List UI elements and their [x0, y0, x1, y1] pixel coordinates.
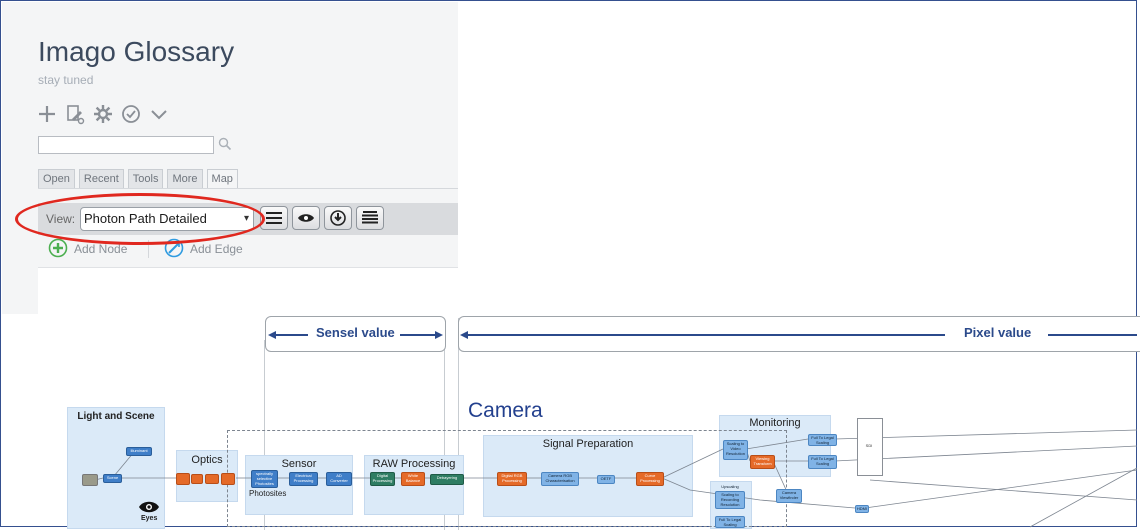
group-title: Sensor	[281, 458, 317, 470]
node-full-to-legal-1[interactable]: Full To Legal Scaling	[808, 434, 837, 446]
output-box[interactable]: SDI	[857, 418, 883, 476]
node-white-balance[interactable]: White Balance	[401, 472, 425, 486]
stack-button[interactable]	[356, 206, 384, 230]
tab-tools[interactable]: Tools	[127, 169, 164, 189]
node-illuminant[interactable]: Illuminant	[126, 447, 152, 456]
toolbar	[36, 102, 170, 126]
tab-recent[interactable]: Recent	[78, 169, 124, 189]
add-node-label: Add Node	[74, 242, 128, 256]
sensel-arrow-line-left	[275, 334, 308, 336]
node-digital-rgb[interactable]: Digital RGB Processing	[497, 472, 527, 486]
tab-map[interactable]: Map	[206, 169, 238, 189]
panel-bottom-divider	[38, 267, 458, 268]
group-title: Optics	[191, 454, 223, 466]
node-scaling-video[interactable]: Scaling to Video Resolution	[723, 440, 748, 460]
node-oetf[interactable]: OETF	[597, 475, 615, 484]
sensel-left-guide	[264, 340, 265, 530]
tab-bar: Open Recent Tools More Map	[38, 169, 238, 189]
node-full-to-legal-2[interactable]: Full To Legal Scaling	[808, 455, 837, 469]
download-button[interactable]	[324, 206, 352, 230]
sensel-value-label: Sensel value	[316, 325, 395, 340]
pixel-arrow-line-right	[1048, 334, 1137, 336]
eye-icon	[138, 500, 160, 519]
optics-node-3[interactable]	[205, 474, 219, 484]
tabs-divider	[38, 188, 458, 189]
optics-node-2[interactable]	[191, 474, 203, 484]
group-title: Signal Preparation	[542, 438, 634, 450]
node-hdmi[interactable]: HDMI	[855, 505, 869, 513]
node-electrical-processing[interactable]: Electrical Processing	[289, 472, 318, 486]
node-digital-processing[interactable]: Digital Processing	[370, 472, 395, 486]
group-title: RAW Processing	[372, 458, 456, 470]
check-circle-icon[interactable]	[120, 103, 142, 125]
node-scene[interactable]: Scene	[103, 474, 122, 483]
pixel-arrow-line-left	[467, 334, 945, 336]
add-node-icon	[48, 238, 68, 261]
app-subtitle: stay tuned	[38, 73, 94, 87]
tab-open[interactable]: Open	[38, 169, 75, 189]
node-curve-processing[interactable]: Curve Processing	[636, 472, 664, 486]
node-camera-rgb[interactable]: Camera RGB Characterisation	[541, 472, 579, 486]
add-edge-label: Add Edge	[190, 242, 243, 256]
node-sdi: SDI	[865, 443, 873, 448]
add-node-button[interactable]: Add Node	[48, 238, 128, 261]
eye-button[interactable]	[292, 206, 320, 230]
eyes-label: Eyes	[141, 515, 158, 522]
node-spectral-photosites[interactable]: spectrally selective Photosites	[251, 470, 278, 488]
scene-image-icon	[82, 474, 98, 486]
node-viewing-transform[interactable]: Viewing Transform	[750, 455, 775, 469]
optics-node-4[interactable]	[221, 473, 235, 485]
action-divider	[148, 240, 149, 258]
tab-more[interactable]: More	[167, 169, 203, 189]
node-debayering[interactable]: Debayering	[430, 474, 464, 485]
app-panel-margin	[2, 268, 38, 314]
sensel-arrow-line-right	[400, 334, 436, 336]
chevron-down-icon[interactable]	[148, 103, 170, 125]
node-upscaling: Upscaling	[721, 484, 739, 489]
add-edge-button[interactable]: Add Edge	[164, 238, 243, 259]
camera-label: Camera	[468, 399, 543, 422]
pixel-left-guide	[458, 318, 459, 530]
sensel-right-guide	[444, 340, 445, 530]
photosites-label: Photosites	[249, 489, 287, 498]
search-icon[interactable]	[218, 137, 234, 153]
node-camera-viewfinder[interactable]: Camera Viewfinder	[776, 489, 802, 503]
sensel-arrow-left	[268, 331, 276, 339]
edit-node-icon[interactable]	[64, 103, 86, 125]
group-title: Monitoring	[749, 417, 801, 429]
node-full-to-legal-3[interactable]: Full To Legal Scaling	[715, 516, 745, 528]
optics-node-1[interactable]	[176, 473, 190, 485]
search-input[interactable]	[38, 136, 214, 154]
pixel-arrow-left	[460, 331, 468, 339]
pixel-value-label: Pixel value	[964, 325, 1032, 340]
plus-icon[interactable]	[36, 103, 58, 125]
app-title: Imago Glossary	[38, 36, 235, 67]
node-ad-converter[interactable]: AD Converter	[326, 472, 352, 486]
node-scaling-recording[interactable]: Scaling to Recording Resolution	[715, 491, 745, 509]
sensel-arrow-right	[435, 331, 443, 339]
view-select-highlight-circle	[15, 193, 265, 245]
gear-icon[interactable]	[92, 103, 114, 125]
group-title: Light and Scene	[77, 411, 155, 422]
